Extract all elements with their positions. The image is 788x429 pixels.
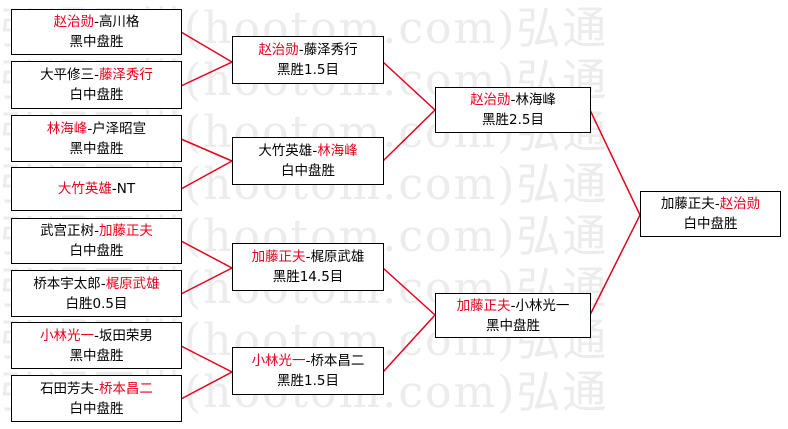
match-players: 加藤正夫-赵治勋 [660, 196, 761, 212]
player-name: 高川格 [98, 14, 140, 30]
match-players: 小林光一-桥本昌二 [251, 353, 365, 369]
connector-line [382, 267, 437, 373]
connector-line [180, 31, 234, 87]
player-name: 梶原武雄 [310, 249, 365, 265]
match-players: 大平修三-藤泽秀行 [40, 67, 153, 83]
connector-line [382, 61, 437, 162]
connector-line [589, 109, 641, 316]
match-result: 黑胜14.5目 [272, 269, 344, 285]
connector-line [180, 345, 234, 400]
player-name: 加藤正夫 [251, 249, 306, 265]
round2-match-4: 小林光一-桥本昌二 黑胜1.5目 [232, 347, 384, 395]
player-name: 大竹英雄 [258, 143, 313, 159]
match-result: 白中盘胜 [683, 216, 738, 232]
player-name: 梶原武雄 [105, 275, 160, 292]
match-result: 黑中盘胜 [69, 140, 124, 157]
round3-match-2: 加藤正夫-小林光一 黑中盘胜 [435, 293, 591, 338]
match-result: 白中盘胜 [69, 400, 124, 417]
round3-match-1: 赵治勋-林海峰 黑胜2.5目 [435, 87, 591, 133]
match-result: 白中盘胜 [69, 87, 124, 103]
player-name: 石田芳夫 [40, 380, 95, 397]
player-name: 赵治勋 [53, 14, 95, 30]
player-name: 坂田荣男 [98, 327, 153, 344]
round1-match-5: 武宫正树-加藤正夫 白中盘胜 [11, 218, 182, 264]
match-result: 白中盘胜 [69, 243, 124, 259]
match-players: 大竹英雄-林海峰 [258, 143, 358, 159]
match-players: 赵治勋-林海峰 [470, 92, 556, 108]
final-match: 加藤正夫-赵治勋 白中盘胜 [640, 191, 781, 237]
player-name: 武宫正树 [40, 223, 95, 239]
match-result: 黑胜1.5目 [277, 62, 339, 78]
round1-match-2: 大平修三-藤泽秀行 白中盘胜 [11, 61, 182, 109]
round1-match-1: 赵治勋-高川格 黑中盘胜 [11, 9, 182, 55]
round1-match-3: 林海峰-户泽昭宣 黑中盘胜 [11, 115, 182, 162]
round1-match-8: 石田芳夫-桥本昌二 白中盘胜 [11, 375, 182, 422]
player-name: 小林光一 [251, 353, 306, 369]
player-name: 加藤正夫 [456, 297, 511, 314]
match-players: 石田芳夫-桥本昌二 [40, 380, 153, 397]
match-players: 加藤正夫-梶原武雄 [251, 249, 365, 265]
match-players: 武宫正树-加藤正夫 [40, 223, 153, 239]
player-name: NT [116, 181, 136, 197]
match-result: 白中盘胜 [281, 163, 335, 179]
player-name: 藤泽秀行 [98, 67, 153, 83]
player-name: 藤泽秀行 [303, 42, 358, 58]
player-name: 小林光一 [40, 327, 95, 344]
round1-match-7: 小林光一-坂田荣男 黑中盘胜 [11, 322, 182, 369]
match-players: 赵治勋-藤泽秀行 [258, 42, 358, 58]
match-result: 黑胜1.5目 [277, 373, 339, 389]
player-name: 桥本昌二 [98, 380, 153, 397]
match-players: 林海峰-户泽昭宣 [46, 120, 147, 137]
match-players: 大竹英雄-NT [57, 181, 136, 197]
player-name: 桥本昌二 [310, 353, 365, 369]
player-name: 加藤正夫 [660, 196, 715, 212]
round1-match-4: 大竹英雄-NT [11, 167, 182, 211]
round2-match-3: 加藤正夫-梶原武雄 黑胜14.5目 [232, 243, 384, 291]
player-name: 林海峰 [46, 120, 88, 137]
match-result: 黑中盘胜 [486, 317, 540, 334]
round2-match-1: 赵治勋-藤泽秀行 黑胜1.5目 [232, 36, 384, 84]
player-name: 加藤正夫 [98, 223, 153, 239]
player-name: 桥本宇太郎 [33, 275, 101, 292]
player-name: 赵治勋 [719, 196, 761, 212]
player-name: 赵治勋 [470, 92, 511, 108]
match-result: 白胜0.5目 [65, 295, 128, 312]
match-result: 黑胜2.5目 [482, 112, 544, 128]
player-name: 大竹英雄 [57, 181, 112, 197]
connector-line [180, 138, 234, 190]
round2-match-2: 大竹英雄-林海峰 白中盘胜 [232, 137, 384, 185]
match-result: 黑中盘胜 [69, 347, 124, 364]
match-players: 桥本宇太郎-梶原武雄 [33, 275, 160, 292]
match-players: 小林光一-坂田荣男 [40, 327, 153, 344]
connector-line [180, 240, 234, 295]
player-name: 林海峰 [515, 92, 556, 108]
player-name: 林海峰 [317, 143, 358, 159]
match-result: 黑中盘胜 [69, 34, 124, 50]
match-players: 加藤正夫-小林光一 [456, 297, 570, 314]
match-players: 赵治勋-高川格 [53, 14, 140, 30]
player-name: 赵治勋 [258, 42, 299, 58]
player-name: 户泽昭宣 [92, 120, 147, 137]
player-name: 大平修三 [40, 67, 95, 83]
round1-match-6: 桥本宇太郎-梶原武雄 白胜0.5目 [11, 270, 182, 317]
player-name: 小林光一 [515, 297, 570, 314]
